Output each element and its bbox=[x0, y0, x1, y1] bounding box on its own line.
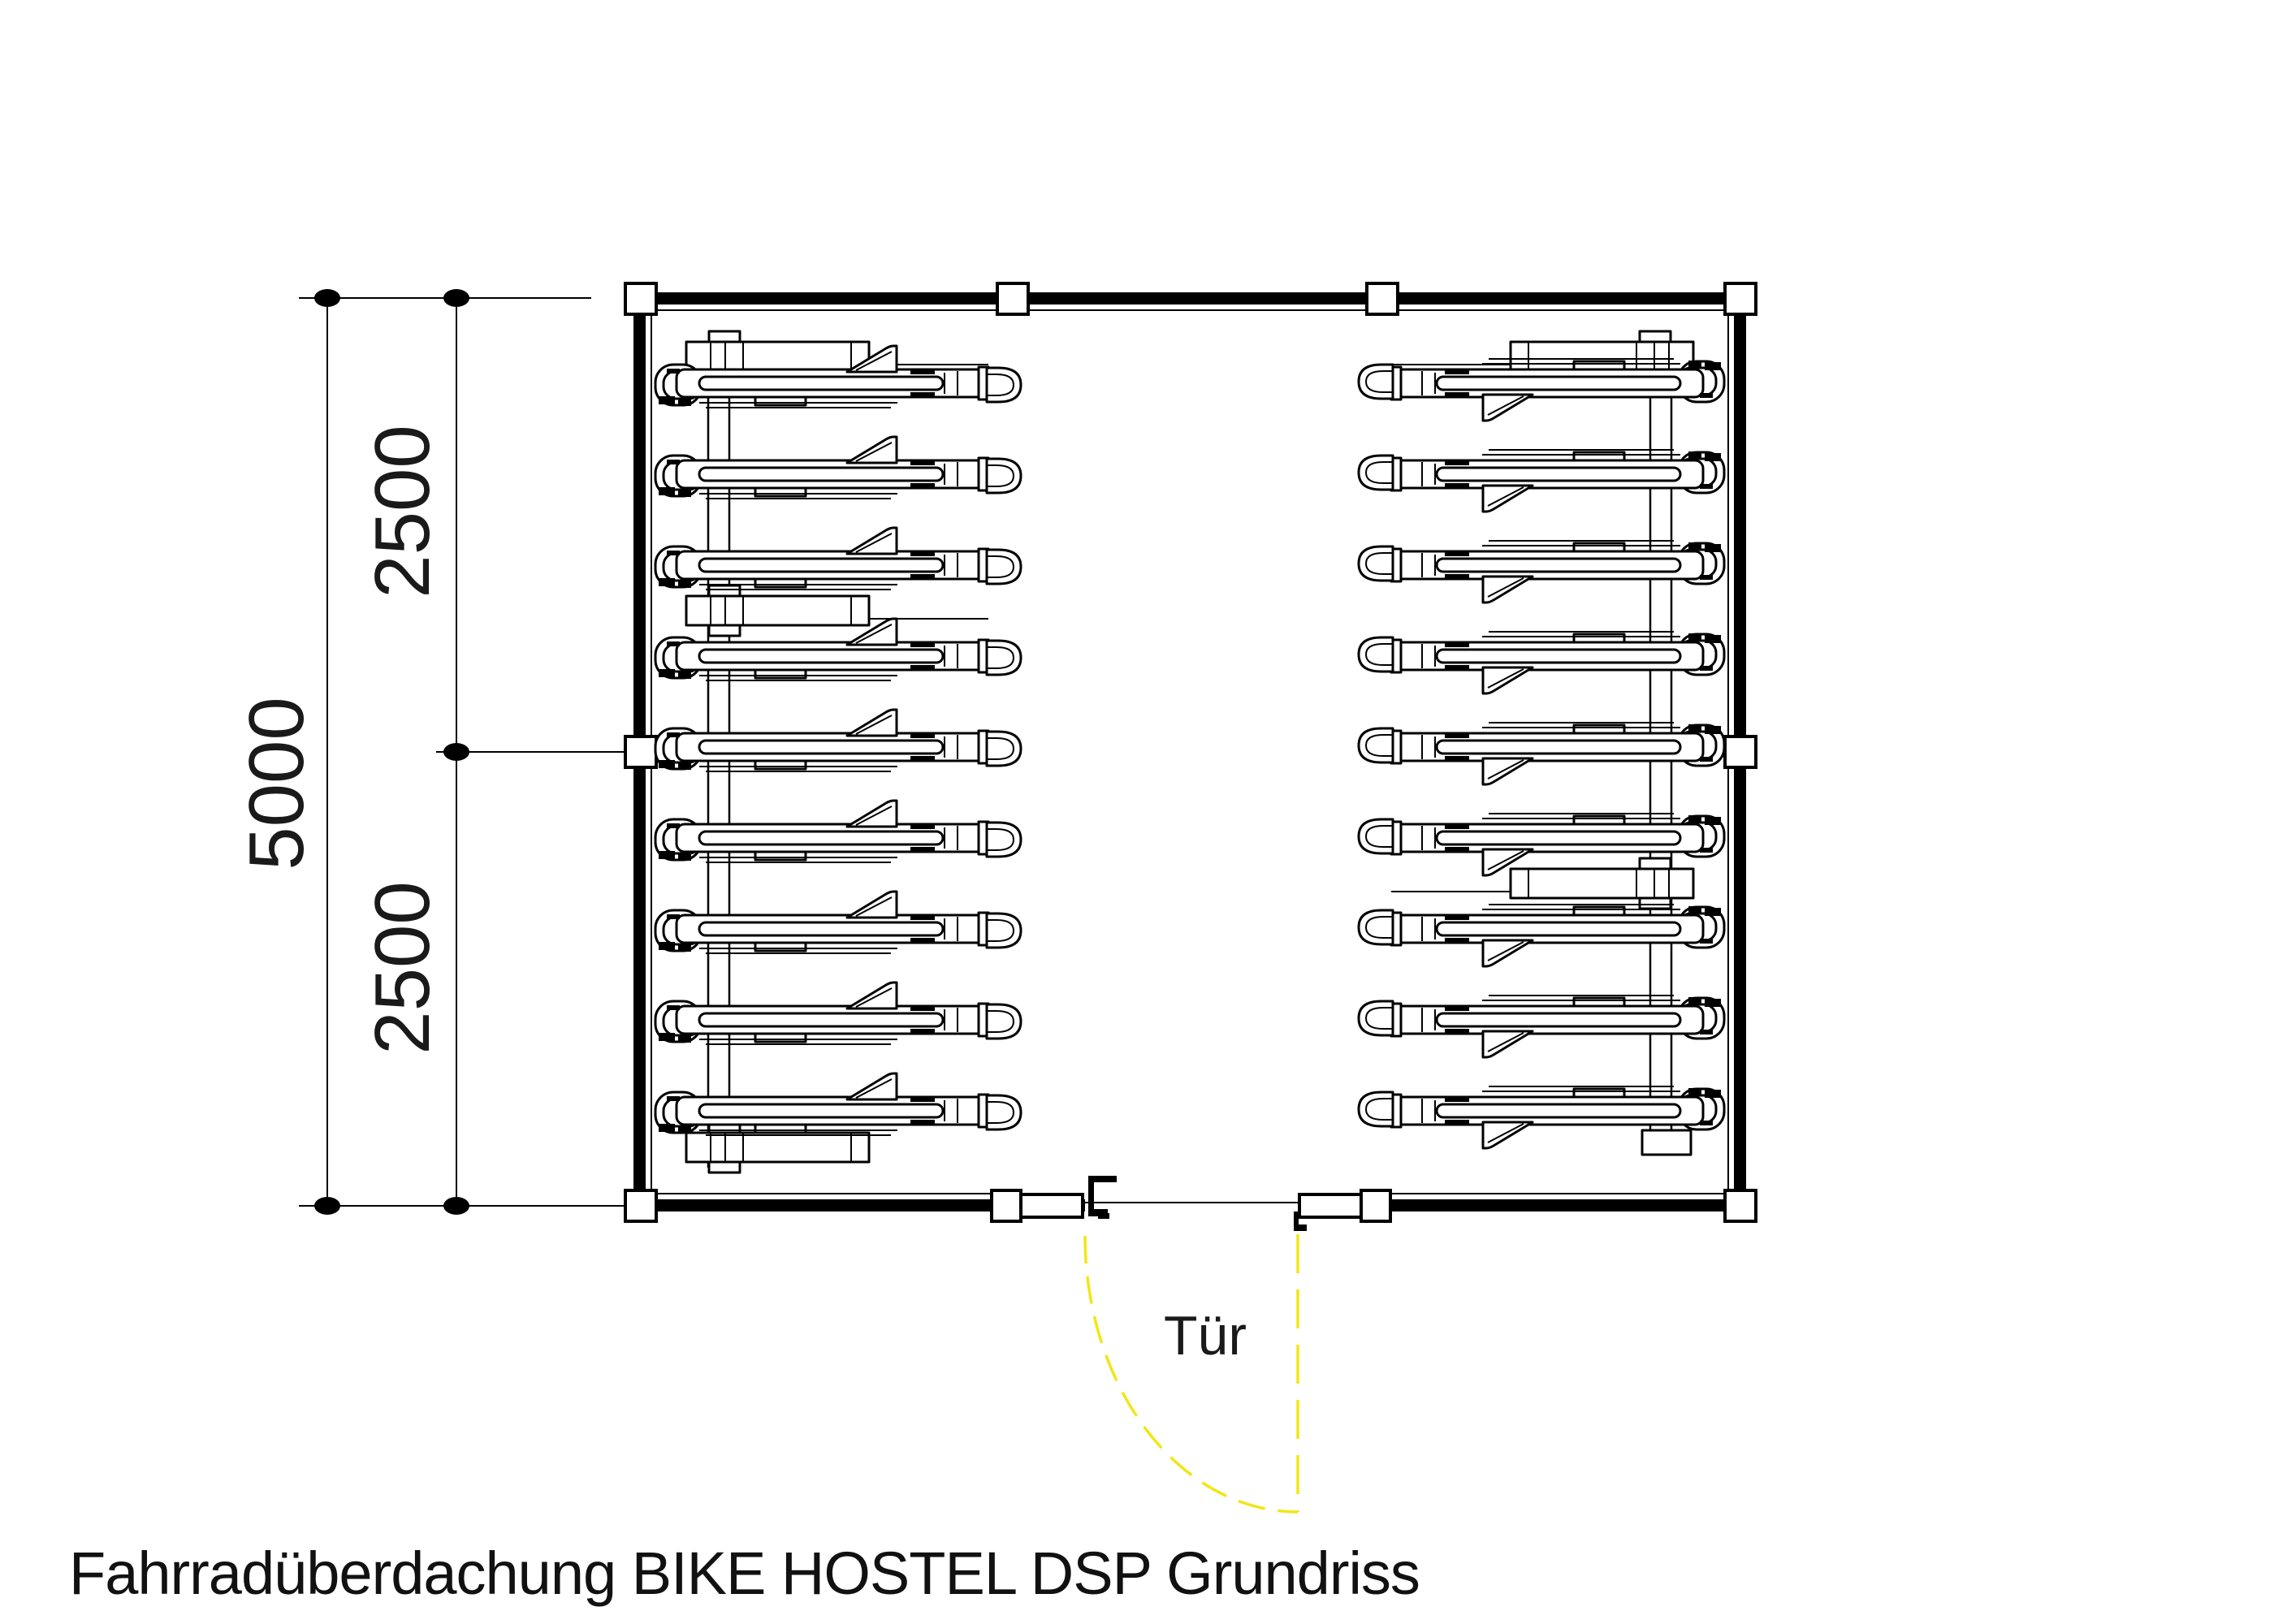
post-bottom-right bbox=[1723, 1189, 1757, 1223]
door-hinge-symbol bbox=[1088, 1176, 1117, 1219]
dim-marker bbox=[443, 289, 469, 307]
structural-posts bbox=[624, 282, 1757, 1223]
rack-rail-foot bbox=[1641, 1129, 1693, 1156]
door-frame-right bbox=[1298, 1193, 1363, 1219]
dim-label-upper-bay: 2500 bbox=[359, 425, 446, 598]
post-top-right bbox=[1723, 282, 1757, 316]
door-swing-arc bbox=[1083, 1235, 1299, 1514]
post-door-right bbox=[1360, 1189, 1392, 1223]
dim-marker bbox=[314, 289, 340, 307]
post-right-mid bbox=[1723, 735, 1757, 769]
post-bottom-left bbox=[624, 1189, 658, 1223]
post-top-left bbox=[624, 282, 658, 316]
dim-label-lower-bay: 2500 bbox=[359, 881, 446, 1055]
dim-label-total: 5000 bbox=[233, 697, 320, 870]
door-frame-left bbox=[1019, 1193, 1084, 1219]
bike-rack-right bbox=[1357, 330, 1726, 1156]
post-top-mid2 bbox=[1365, 282, 1399, 316]
dim-marker bbox=[314, 1197, 340, 1215]
door-label: Tür bbox=[1164, 1305, 1247, 1367]
post-top-mid1 bbox=[996, 282, 1030, 316]
bike-rack-left bbox=[654, 330, 1022, 1174]
door: Tür bbox=[1083, 1176, 1307, 1514]
dim-marker bbox=[443, 1197, 469, 1215]
dimension-lines: 5000 2500 2500 bbox=[233, 289, 625, 1215]
drawing-title: Fahrradüberdachung BIKE HOSTEL DSP Grund… bbox=[69, 1540, 1420, 1607]
post-door-left bbox=[990, 1189, 1022, 1223]
door-latch-symbol bbox=[1294, 1212, 1307, 1231]
dim-marker bbox=[443, 743, 469, 761]
post-left-mid bbox=[624, 735, 658, 769]
